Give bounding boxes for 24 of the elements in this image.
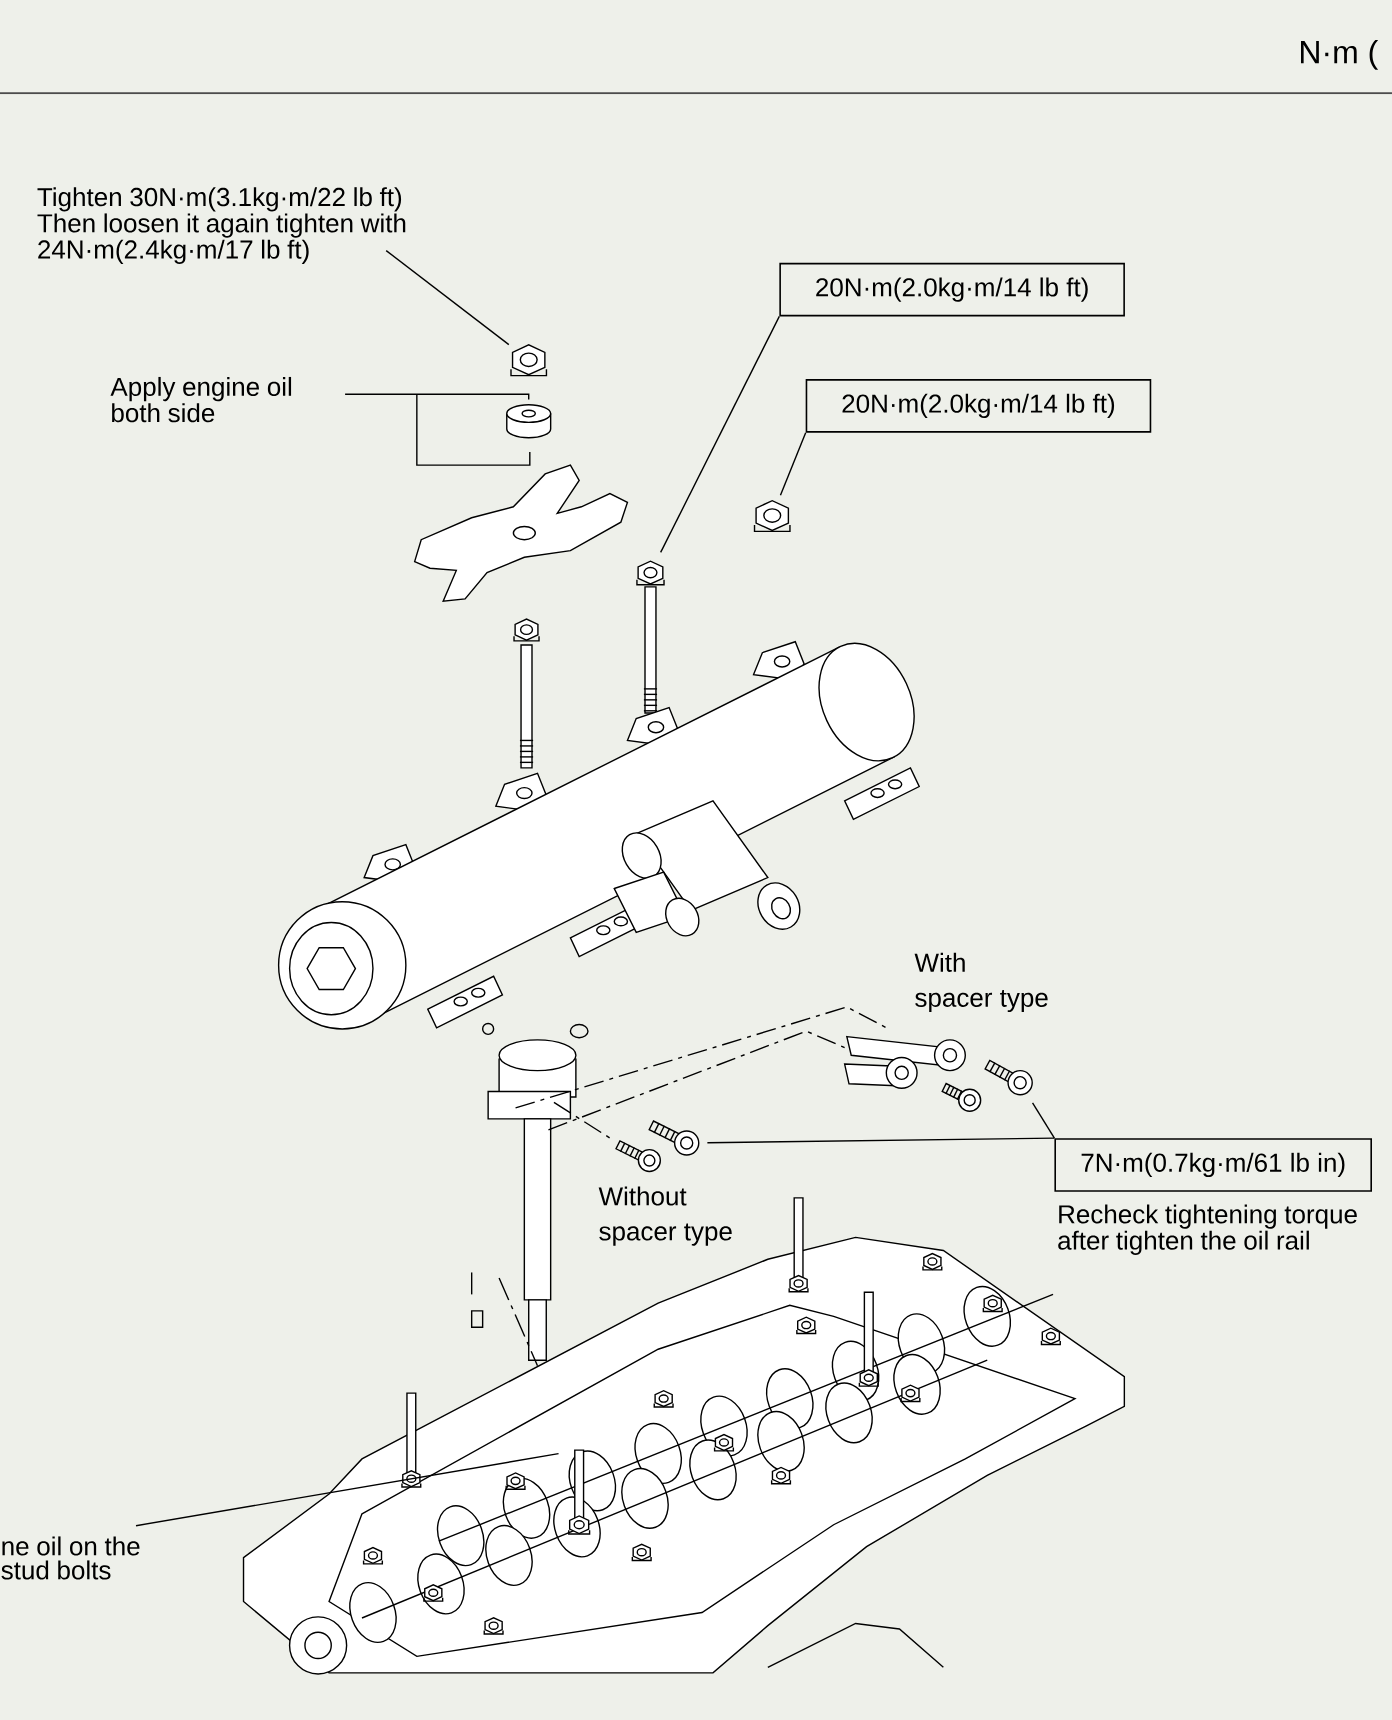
leader-line bbox=[1031, 1102, 1056, 1139]
stud-bolt bbox=[568, 1449, 591, 1535]
header-text: N·m ( bbox=[1301, 39, 1379, 70]
callout-text: Without spacer type bbox=[598, 1186, 732, 1246]
leader-line bbox=[385, 249, 510, 346]
washer bbox=[506, 404, 552, 439]
leader-line bbox=[135, 1452, 560, 1527]
callout-text: With spacer type bbox=[914, 952, 1048, 1013]
leader-line bbox=[706, 1137, 1056, 1144]
leader-line bbox=[344, 393, 530, 401]
callout-text: Apply engine oil both side bbox=[110, 376, 292, 423]
bolt-head bbox=[636, 560, 665, 586]
flange-bolt bbox=[984, 1059, 1033, 1096]
note-text: Recheck tightening torque after tighten the oil rail bbox=[1058, 1204, 1357, 1255]
callout-text: ne oil on the stud bolts bbox=[1, 1536, 140, 1580]
hex-nut bbox=[753, 499, 791, 533]
hex-nut bbox=[510, 344, 548, 377]
leader-line bbox=[659, 315, 781, 554]
torque-box: 7N·m(0.7kg·m/61 lb in) bbox=[1054, 1138, 1372, 1192]
leader-line bbox=[779, 431, 807, 496]
callout-text: Tighten 30N·m(3.1kg·m/22 lb ft) Then loosen it again tighten with 24N·m(2.4kg·m/17 lb ft) bbox=[37, 187, 406, 264]
torque-box: 20N·m(2.0kg·m/14 lb ft) bbox=[779, 262, 1125, 317]
torque-box: 20N·m(2.0kg·m/14 lb ft) bbox=[805, 379, 1152, 433]
socket-bolt bbox=[648, 1120, 700, 1156]
